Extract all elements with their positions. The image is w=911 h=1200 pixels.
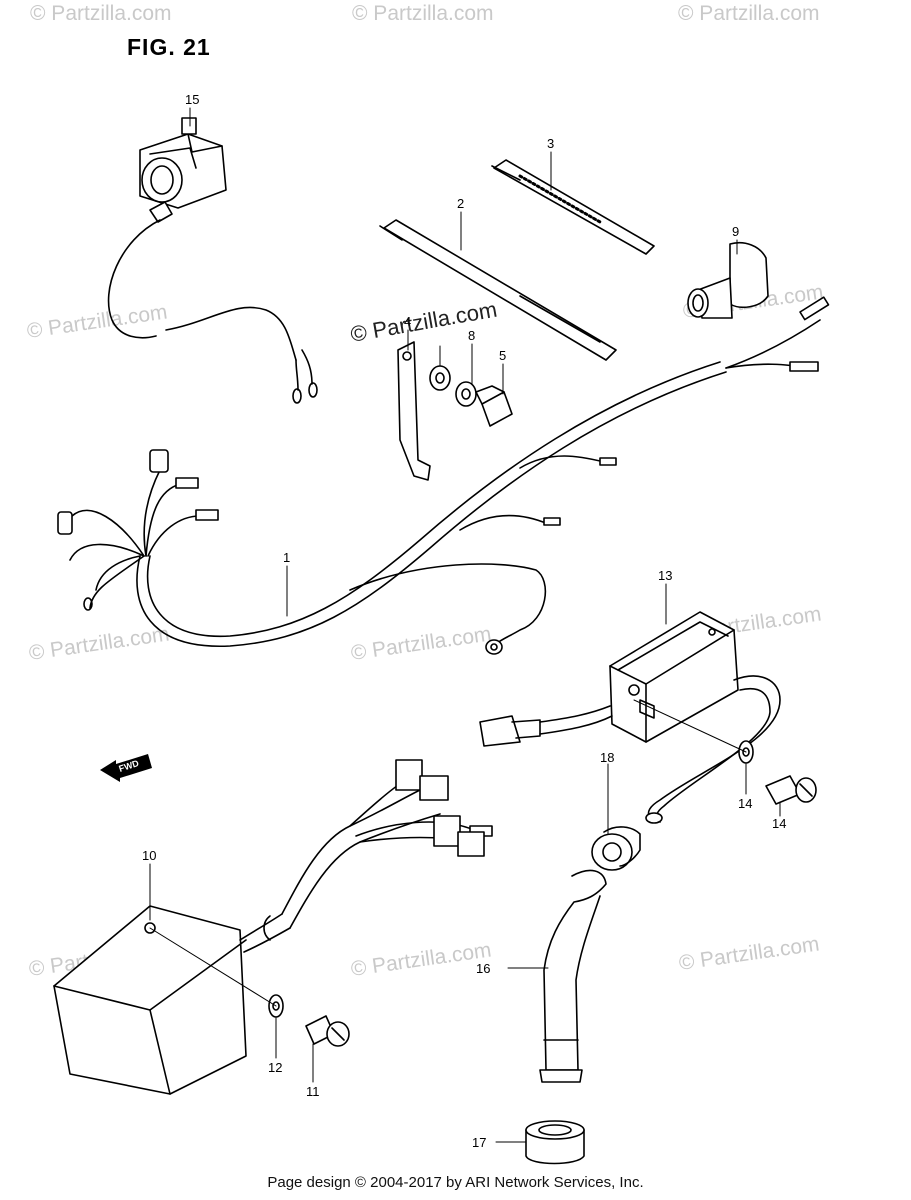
part-4-bracket <box>397 341 431 481</box>
callout-18: 18 <box>600 750 614 765</box>
callout-6: 8 <box>468 328 475 343</box>
page-footer: Page design © 2004-2017 by ARI Network S… <box>267 1174 644 1191</box>
watermark: © Partzilla.com <box>352 2 494 25</box>
callout-13: 13 <box>658 568 672 583</box>
watermark: © Partzilla.com <box>30 2 172 25</box>
callout-3: 3 <box>547 136 554 151</box>
part-13-ignition-coil <box>479 611 781 824</box>
callout-16: 16 <box>476 961 490 976</box>
part-6-washer <box>429 365 477 407</box>
callout-12: 12 <box>268 1060 282 1075</box>
watermark: © Partzilla.com <box>678 2 820 25</box>
part-8-cap <box>687 242 769 319</box>
figure-title: FIG. 21 <box>127 34 211 60</box>
callout-17: 17 <box>472 1135 486 1150</box>
callout-4: 4 <box>404 314 411 329</box>
callout-5: 5 <box>499 348 506 363</box>
callout-2: 2 <box>457 196 464 211</box>
callout-11: 11 <box>306 1084 320 1099</box>
part-1-wiring-harness <box>57 296 830 655</box>
watermark: © Partzilla.com <box>27 622 170 664</box>
callout-numbers: 15 3 2 9 4 8 5 1 13 10 18 14 14 16 17 12… <box>142 92 786 1150</box>
part-2-clamp-strap <box>379 219 617 361</box>
part-18-grommet <box>591 826 641 871</box>
part-11-screw <box>305 1015 350 1047</box>
callout-8: 9 <box>732 224 739 239</box>
part-16-plug-cap <box>539 869 607 1083</box>
part-10-cdi-unit <box>53 759 493 1095</box>
callout-leaders <box>149 107 781 1143</box>
callout-1: 1 <box>283 550 290 565</box>
part-5-bolt <box>475 385 513 427</box>
callout-15: 14 <box>738 796 752 811</box>
watermark: © Partzilla.com <box>349 938 492 980</box>
part-3-cable-tie <box>491 159 655 255</box>
forward-direction-arrow: FWD <box>100 754 152 782</box>
part-14-screw <box>765 775 817 805</box>
watermark: © Partzilla.com <box>677 932 820 974</box>
watermark-main: © Partzilla.com <box>349 297 499 347</box>
callout-14: 14 <box>772 816 786 831</box>
part-9-switch <box>107 117 318 404</box>
watermark: © Partzilla.com <box>349 622 492 664</box>
watermark: © Partzilla.com <box>25 300 168 342</box>
callout-9: 15 <box>185 92 199 107</box>
callout-10: 10 <box>142 848 156 863</box>
part-17-cap <box>525 1120 585 1165</box>
